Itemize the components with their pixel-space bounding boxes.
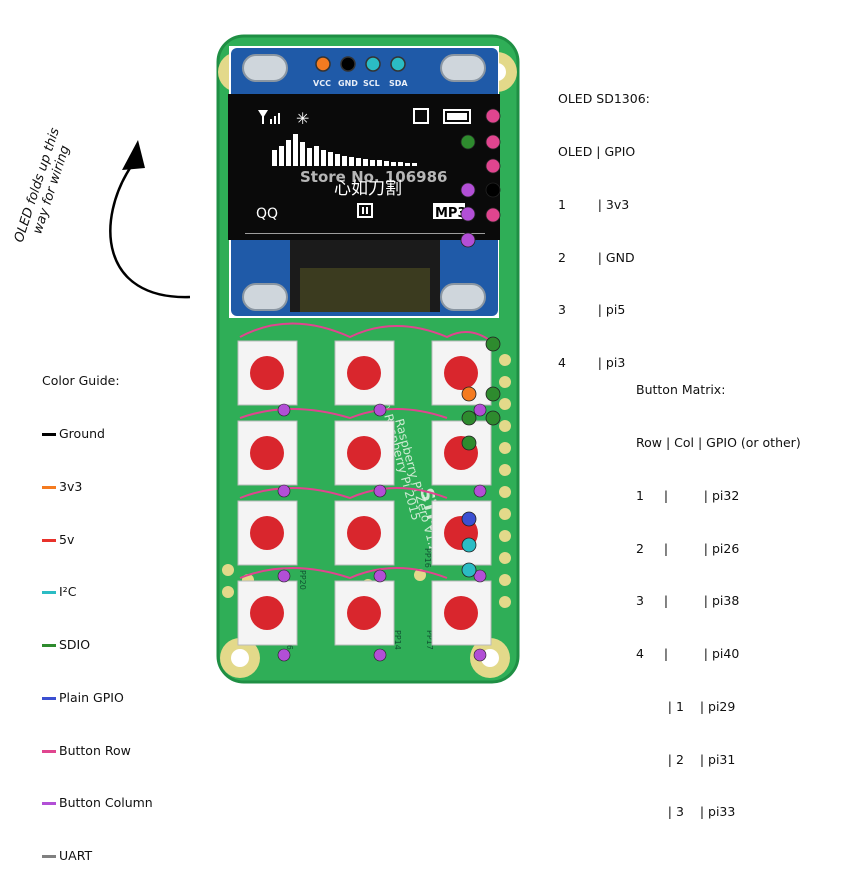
legend-label: SDIO xyxy=(59,637,91,653)
legend-swatch xyxy=(42,749,56,753)
button-r2c3[interactable] xyxy=(431,420,492,486)
button-r1c3[interactable] xyxy=(431,340,492,406)
legend-swatch xyxy=(42,855,56,859)
legend-item-sdio: SDIO xyxy=(42,636,120,654)
oled-screen-graphics xyxy=(245,108,485,234)
legend-item-uart: UART xyxy=(42,847,120,865)
button-matrix-row: 2 | | pi26 xyxy=(636,540,740,556)
legend-label: Ground xyxy=(59,425,105,441)
oled-wire-markers xyxy=(460,108,501,248)
gpio-wire-markers xyxy=(461,336,501,578)
oled-right-text: MP3 xyxy=(435,206,467,221)
button-r4c2[interactable] xyxy=(334,580,395,646)
button-r4c3[interactable] xyxy=(431,580,492,646)
legend-label: I²C xyxy=(59,584,77,600)
color-guide-title: Color Guide: xyxy=(42,373,120,389)
oled-center-text: 心如刀割 xyxy=(334,179,402,199)
oled-right-box xyxy=(433,203,465,219)
oled-flex-ribbon-inner xyxy=(300,268,430,312)
legend-swatch xyxy=(42,538,56,542)
pad-label-pp16: PP16 xyxy=(423,548,432,568)
legend-item-5v: 5v xyxy=(42,531,120,549)
color-guide: Color Guide: Ground 3v3 5v I²C SDIO Plai… xyxy=(42,337,153,882)
button-r3c1[interactable] xyxy=(237,500,298,566)
button-r2c2[interactable] xyxy=(334,420,395,486)
oled-table-row: 3 | pi5 xyxy=(558,302,626,318)
legend-label: Button Column xyxy=(59,795,153,811)
button-column-markers xyxy=(277,403,487,662)
oled-mount-holes xyxy=(242,54,486,311)
button-r4c1[interactable] xyxy=(237,580,298,646)
legend-swatch xyxy=(42,432,56,436)
legend-swatch xyxy=(42,644,56,648)
button-matrix-row: | 2 | pi31 xyxy=(636,751,736,767)
legend-item-i2c: I²C xyxy=(42,583,120,601)
oled-pin-table: OLED SD1306: OLED | GPIO 1 | 3v3 2 | GND… xyxy=(558,55,650,389)
legend-swatch xyxy=(42,696,56,700)
legend-label: 3v3 xyxy=(59,478,83,494)
legend-item-3v3: 3v3 xyxy=(42,478,120,496)
legend-label: Plain GPIO xyxy=(59,689,124,705)
oled-header-pins xyxy=(315,56,406,72)
oled-left-text: QQ xyxy=(256,206,278,222)
legend-label: Button Row xyxy=(59,742,131,758)
button-matrix-title: Button Matrix: xyxy=(636,382,726,398)
pad-label-pp20: PP20 xyxy=(298,570,307,590)
legend-swatch xyxy=(42,802,56,806)
button-r2c1[interactable] xyxy=(237,420,298,486)
board-diagram: Raspberry Pi Zero V1.2 © Raspberry Pi 20… xyxy=(109,34,520,684)
fold-arrow xyxy=(109,140,191,299)
button-matrix-row: 1 | | pi32 xyxy=(636,487,740,503)
legend-swatch xyxy=(42,591,56,595)
button-r3c3[interactable] xyxy=(431,500,492,566)
oled-pin-label-vcc: VCC xyxy=(313,79,331,88)
button-matrix-header: Row | Col | GPIO (or other) xyxy=(636,434,801,450)
pad-label-pp17: PP17 xyxy=(425,630,434,650)
legend-item-button-row: Button Row xyxy=(42,742,131,760)
oled-pin-label-scl: SCL xyxy=(363,79,380,88)
oled-table-header: OLED | GPIO xyxy=(558,143,636,159)
oled-pin-label-gnd: GND xyxy=(338,79,358,88)
oled-table-row: 1 | 3v3 xyxy=(558,196,630,212)
button-matrix-row: 4 | | pi40 xyxy=(636,646,740,662)
button-r1c2[interactable] xyxy=(334,340,395,406)
oled-table-title: OLED SD1306: xyxy=(558,91,650,107)
oled-table-row: 2 | GND xyxy=(558,249,635,265)
legend-label: 5v xyxy=(59,531,75,547)
legend-item-ground: Ground xyxy=(42,425,120,443)
oled-pin-label-sda: SDA xyxy=(389,79,408,88)
button-r1c1[interactable] xyxy=(237,340,298,406)
legend-item-plain-gpio: Plain GPIO xyxy=(42,689,124,707)
oled-watermark: Store No. 106986 xyxy=(300,168,447,186)
button-row-wires xyxy=(239,322,493,580)
button-r3c2[interactable] xyxy=(334,500,395,566)
button-matrix-table: Button Matrix: Row | Col | GPIO (or othe… xyxy=(636,346,801,839)
button-matrix-row: | 3 | pi33 xyxy=(636,804,736,820)
legend-label: UART xyxy=(59,848,93,864)
pad-label-pp14: PP14 xyxy=(393,630,402,650)
legend-item-button-column: Button Column xyxy=(42,794,153,812)
legend-swatch xyxy=(42,485,56,489)
oled-table-row: 4 | pi3 xyxy=(558,355,626,371)
bluetooth-icon: ✳ xyxy=(296,109,309,128)
pcb-edge-shadow xyxy=(216,34,520,684)
button-matrix-row: 3 | | pi38 xyxy=(636,593,740,609)
button-matrix-row: | 1 | pi29 xyxy=(636,698,736,714)
